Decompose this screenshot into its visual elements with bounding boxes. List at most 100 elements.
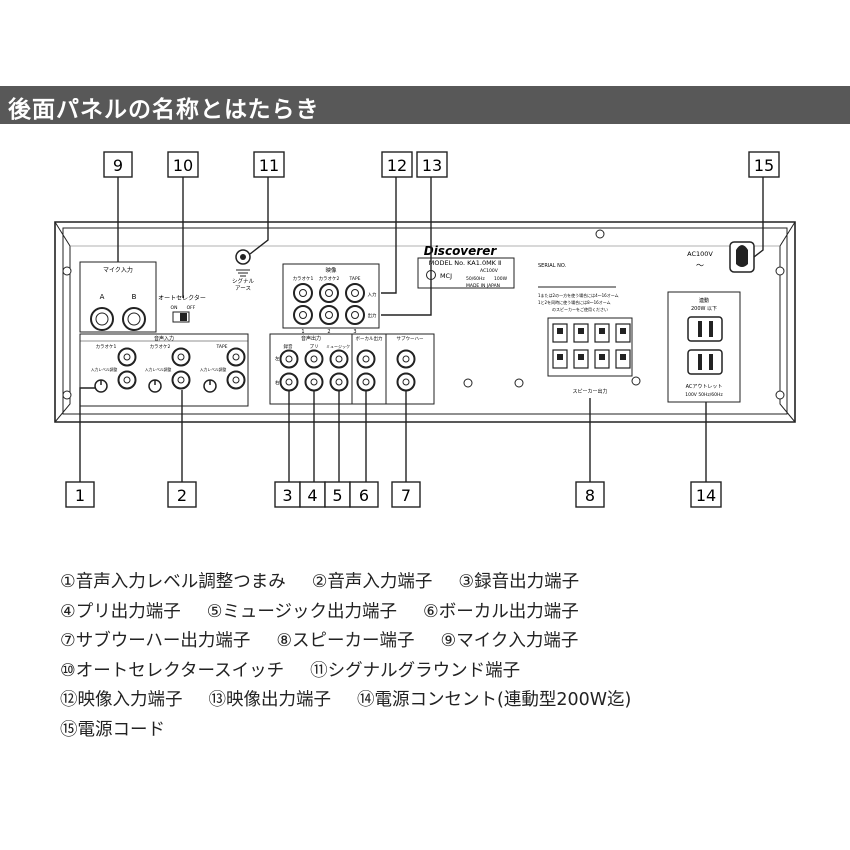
- rear-panel-diagram: マイク入力 A B オートセレクター ON OFF シグナル アース 映像 カラ…: [54, 151, 796, 508]
- svg-text:2: 2: [327, 329, 330, 335]
- legend-item: ⑥ボーカル出力端子: [423, 601, 579, 622]
- svg-text:50/60Hz: 50/60Hz: [466, 276, 485, 282]
- svg-text:プリ: プリ: [310, 344, 319, 350]
- callout-8: 8: [575, 481, 605, 508]
- legend-item: ⑫映像入力端子: [60, 690, 183, 711]
- svg-text:カラオケ1: カラオケ1: [293, 275, 314, 282]
- callout-15: 15: [748, 151, 780, 178]
- callout-label: 2: [177, 486, 187, 505]
- legend-item: ⑮電源コード: [60, 719, 165, 740]
- legend-item: ⑨マイク入力端子: [440, 631, 579, 652]
- callout-label: 5: [332, 486, 342, 505]
- callout-6: 6: [349, 481, 379, 508]
- svg-text:SERIAL NO.: SERIAL NO.: [538, 263, 567, 269]
- legend-row: ①音声入力レベル調整つまみ ②音声入力端子 ③録音出力端子: [60, 568, 840, 598]
- svg-text:1と2を同時に使う場合には8〜16オーム: 1と2を同時に使う場合には8〜16オーム: [538, 299, 611, 305]
- svg-text:200W 以下: 200W 以下: [691, 306, 717, 312]
- legend-item: ④プリ出力端子: [60, 601, 181, 622]
- callout-label: 6: [359, 486, 369, 505]
- chassis-screws: [62, 229, 785, 400]
- svg-text:録音: 録音: [284, 343, 293, 350]
- svg-text:ON: ON: [171, 305, 178, 311]
- svg-text:左: 左: [275, 355, 280, 362]
- svg-text:ミュージック: ミュージック: [326, 343, 350, 349]
- callout-1: 1: [65, 481, 95, 508]
- model-plate: Discoverer MODEL No. KA1.0MK Ⅱ MCJ AC100…: [417, 244, 616, 289]
- svg-text:100V 50Hz/60Hz: 100V 50Hz/60Hz: [685, 392, 723, 398]
- vocal-output-section: ボーカル出力: [351, 333, 387, 405]
- svg-text:サブウーハー: サブウーハー: [397, 335, 424, 342]
- svg-text:Discoverer: Discoverer: [424, 244, 498, 258]
- callout-9: 9: [103, 151, 133, 178]
- svg-text:マイク入力: マイク入力: [103, 266, 133, 274]
- svg-text:連動: 連動: [699, 297, 709, 304]
- svg-text:オートセレクター: オートセレクター: [158, 294, 206, 302]
- legend-item: ⑦サブウーハー出力端子: [60, 631, 251, 652]
- auto-selector-switch: オートセレクター ON OFF: [158, 294, 206, 323]
- svg-text:ACアウトレット: ACアウトレット: [686, 383, 723, 390]
- audio-output-section: 音声出力 録音 プリ ミュージック 左 右: [269, 333, 353, 405]
- callout-13: 13: [416, 151, 448, 178]
- svg-text:1または2の一方を使う場合には4〜16オーム: 1または2の一方を使う場合には4〜16オーム: [538, 292, 619, 298]
- svg-text:シグナル: シグナル: [232, 277, 255, 285]
- legend-item: ①音声入力レベル調整つまみ: [60, 572, 286, 592]
- legend-item: ②音声入力端子: [311, 572, 433, 592]
- svg-text:OFF: OFF: [187, 305, 196, 311]
- ac-power-cord: AC100V 〜: [687, 241, 755, 273]
- svg-text:A: A: [100, 293, 105, 301]
- callout-label: 15: [754, 156, 774, 175]
- mic-input-section: マイク入力 A B: [79, 261, 157, 333]
- callout-label: 1: [75, 486, 85, 505]
- callout-label: 7: [401, 486, 411, 505]
- callout-14: 14: [690, 481, 722, 508]
- speaker-terminal-section: 1または2の一方を使う場合には4〜16オーム 1と2を同時に使う場合には8〜16…: [538, 292, 633, 395]
- video-section: 映像 カラオケ1 カラオケ2 TAPE 入力 出力 1 2 3: [282, 263, 380, 335]
- callout-11: 11: [253, 151, 285, 178]
- callout-label: 14: [696, 486, 716, 505]
- audio-input-section: 音声入力 カラオケ1 カラオケ2 TAPE 入力レベル調整 入力レベル調整 入力…: [79, 333, 249, 407]
- legend-item: ③録音出力端子: [458, 572, 580, 592]
- svg-text:〜: 〜: [696, 261, 704, 270]
- svg-text:映像: 映像: [325, 266, 337, 274]
- svg-text:1: 1: [301, 329, 304, 335]
- legend-row: ⑮電源コード: [60, 716, 840, 746]
- callout-5: 5: [324, 481, 351, 508]
- svg-text:100W: 100W: [494, 276, 508, 282]
- svg-text:MCJ: MCJ: [440, 272, 452, 280]
- svg-text:MODEL No. KA1.0MK Ⅱ: MODEL No. KA1.0MK Ⅱ: [429, 259, 501, 267]
- legend-item: ⑧スピーカー端子: [276, 631, 415, 652]
- chassis: [54, 221, 796, 423]
- svg-text:入力レベル調整: 入力レベル調整: [145, 367, 172, 372]
- svg-text:B: B: [132, 293, 137, 301]
- section-title: 後面パネルの名称とはたらき: [8, 97, 320, 123]
- svg-text:スピーカー出力: スピーカー出力: [572, 388, 607, 395]
- callout-4: 4: [299, 481, 326, 508]
- legend-item: ⑭電源コンセント(連動型200W迄): [357, 690, 632, 711]
- callout-label: 10: [173, 156, 193, 175]
- callout-3: 3: [274, 481, 301, 508]
- svg-text:音声入力: 音声入力: [154, 335, 174, 342]
- callout-label: 9: [113, 156, 123, 175]
- callout-label: 4: [307, 486, 317, 505]
- legend-item: ⑬映像出力端子: [208, 690, 332, 711]
- legend-item: ⑩オートセレクタースイッチ: [60, 660, 285, 681]
- svg-text:音声出力: 音声出力: [301, 335, 321, 342]
- svg-text:アース: アース: [235, 285, 251, 292]
- svg-text:AC100V: AC100V: [687, 250, 713, 258]
- svg-text:MADE IN JAPAN: MADE IN JAPAN: [466, 283, 500, 289]
- svg-text:AC100V: AC100V: [480, 268, 499, 274]
- callout-label: 3: [282, 486, 292, 505]
- callout-7: 7: [391, 481, 421, 508]
- svg-text:TAPE: TAPE: [348, 276, 360, 282]
- svg-text:カラオケ2: カラオケ2: [319, 275, 340, 282]
- svg-text:のスピーカーをご使用ください: のスピーカーをご使用ください: [552, 306, 608, 312]
- ac-outlet-section: 連動 200W 以下 ACアウトレット 100V 50Hz/60Hz: [667, 291, 741, 403]
- callout-label: 13: [422, 156, 442, 175]
- subwoofer-output-section: サブウーハー: [385, 333, 435, 405]
- legend-row: ⑦サブウーハー出力端子 ⑧スピーカー端子 ⑨マイク入力端子: [60, 627, 840, 657]
- callout-12: 12: [381, 151, 413, 178]
